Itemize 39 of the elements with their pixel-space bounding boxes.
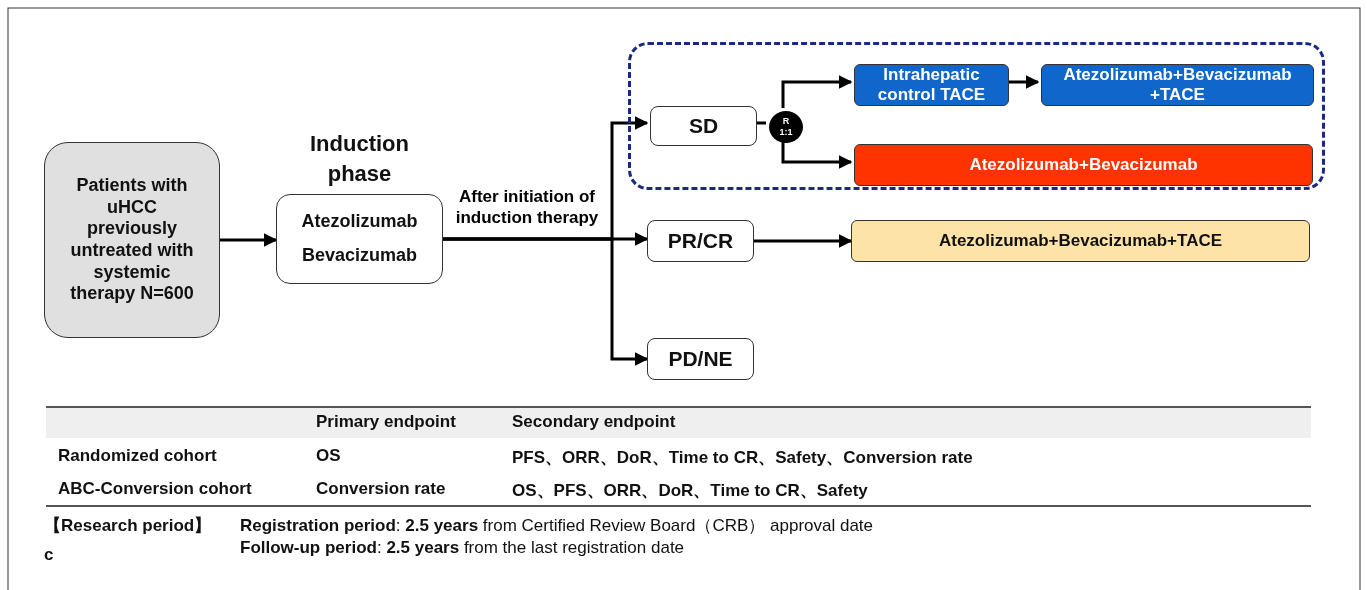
randomization-circle [769, 111, 803, 143]
panel-letter: c [44, 545, 54, 565]
node-text: PR/CR [667, 228, 734, 254]
table-text: OS [316, 446, 341, 466]
table-text: PFS、ORR、DoR、Time to CR、Safety、Conversion rate [512, 447, 973, 469]
node-text: PD/NE [668, 346, 733, 372]
outcome-box [650, 106, 757, 146]
arrow [781, 75, 853, 108]
node-text: Patients with uHCC previously untreated with systemic therapy N=600 [69, 175, 195, 305]
phase-heading: Induction phase [309, 130, 410, 188]
arrow [781, 140, 853, 169]
arrow [220, 233, 278, 247]
node-text: Intrahepatic control TACE [876, 64, 987, 106]
group-frame [628, 42, 1325, 190]
note-heading: 【Research period】 [44, 515, 212, 537]
treatment-box [854, 64, 1009, 106]
arrow [443, 237, 649, 366]
treatment-box [854, 144, 1313, 186]
node-text: SD [688, 113, 719, 139]
node-text: Atezolizumab [301, 211, 418, 233]
row-header: ABC-Conversion cohort [58, 479, 252, 499]
node-text: Atezolizumab+Bevacizumab +TACE [1062, 64, 1293, 106]
table-text: Conversion rate [316, 479, 446, 499]
note-text: Registration period: 2.5 years from Certified Review Board（CRB） approval date [240, 515, 874, 537]
column-header: Primary endpoint [316, 412, 456, 432]
node-text: Bevacizumab [301, 245, 418, 267]
outcome-box [647, 220, 754, 262]
node-text: R 1:1 [779, 116, 793, 138]
column-header: Secondary endpoint [512, 412, 676, 432]
arrow [754, 234, 853, 248]
outcome-box [647, 338, 754, 380]
node-text: Atezolizumab+Bevacizumab+TACE [938, 230, 1223, 252]
table-text: OS、PFS、ORR、DoR、Time to CR、Safety [512, 480, 868, 502]
row-header: Randomized cohort [58, 446, 217, 466]
note-text: Follow-up period: 2.5 years from the last registration date [240, 538, 685, 558]
treatment-box [851, 220, 1310, 262]
treatment-box [1041, 64, 1314, 106]
start-box [44, 142, 220, 338]
node-text: Atezolizumab+Bevacizumab [969, 154, 1198, 176]
